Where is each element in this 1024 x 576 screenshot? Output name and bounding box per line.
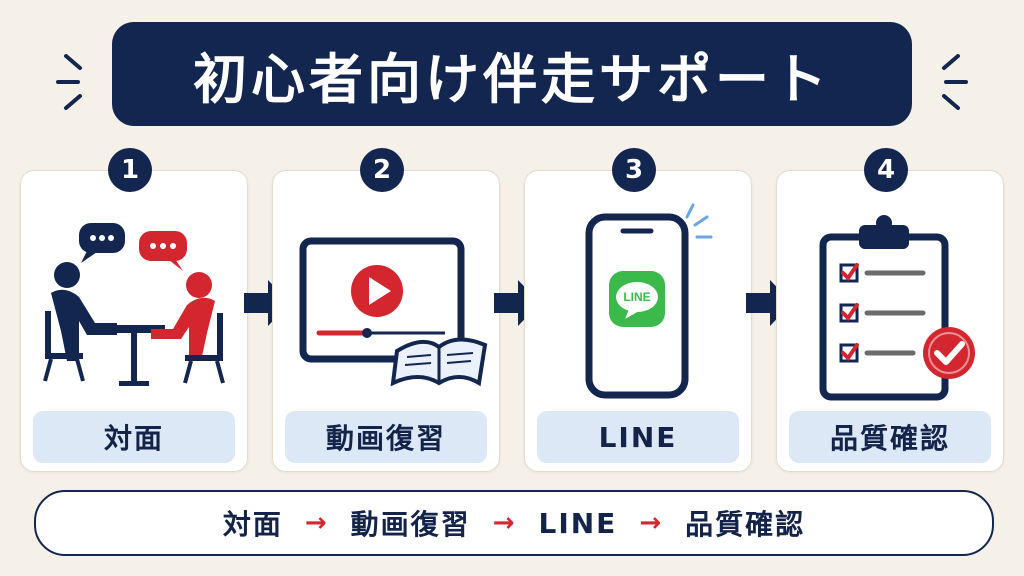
line-logo-text: LINE: [623, 290, 650, 304]
summary-flow-bar: 対面 → 動画復習 → LINE → 品質確認: [34, 490, 994, 556]
step-label-video-review: 動画復習: [285, 411, 487, 463]
emphasis-lines-left-icon: [56, 54, 82, 110]
step-label-face-to-face: 対面: [33, 411, 235, 463]
video-review-icon: [299, 237, 488, 387]
emphasis-lines-right-icon: [942, 54, 968, 110]
flow-arrow-icon: →: [492, 508, 517, 538]
step-label-quality-check: 品質確認: [789, 411, 991, 463]
clipboard-checklist-icon: [819, 215, 975, 401]
step-card-quality-check: 品質確認: [776, 170, 1004, 472]
flow-arrow-icon: →: [639, 508, 664, 538]
step-number-badge-4: 4: [864, 148, 908, 192]
step-card-video-review: 動画復習: [272, 170, 500, 472]
step-label-line: LINE: [537, 411, 739, 463]
smartphone-line-icon: LINE: [585, 203, 713, 399]
flow-item-video-review: 動画復習: [350, 508, 471, 541]
step-number-badge-3: 3: [612, 148, 656, 192]
face-to-face-meeting-icon: [43, 223, 225, 386]
page-title: 初心者向け伴走サポート: [193, 47, 831, 111]
title-banner: 初心者向け伴走サポート: [112, 22, 912, 126]
step-number-badge-1: 1: [108, 148, 152, 192]
flow-arrow-icon: →: [304, 508, 329, 538]
flow-item-line: LINE: [538, 506, 618, 540]
step-card-face-to-face: 対面: [20, 170, 248, 472]
step-card-line: LINE LINE: [524, 170, 752, 472]
flow-item-quality-check: 品質確認: [685, 508, 806, 541]
flow-item-face-to-face: 対面: [222, 508, 283, 541]
step-number-badge-2: 2: [360, 148, 404, 192]
